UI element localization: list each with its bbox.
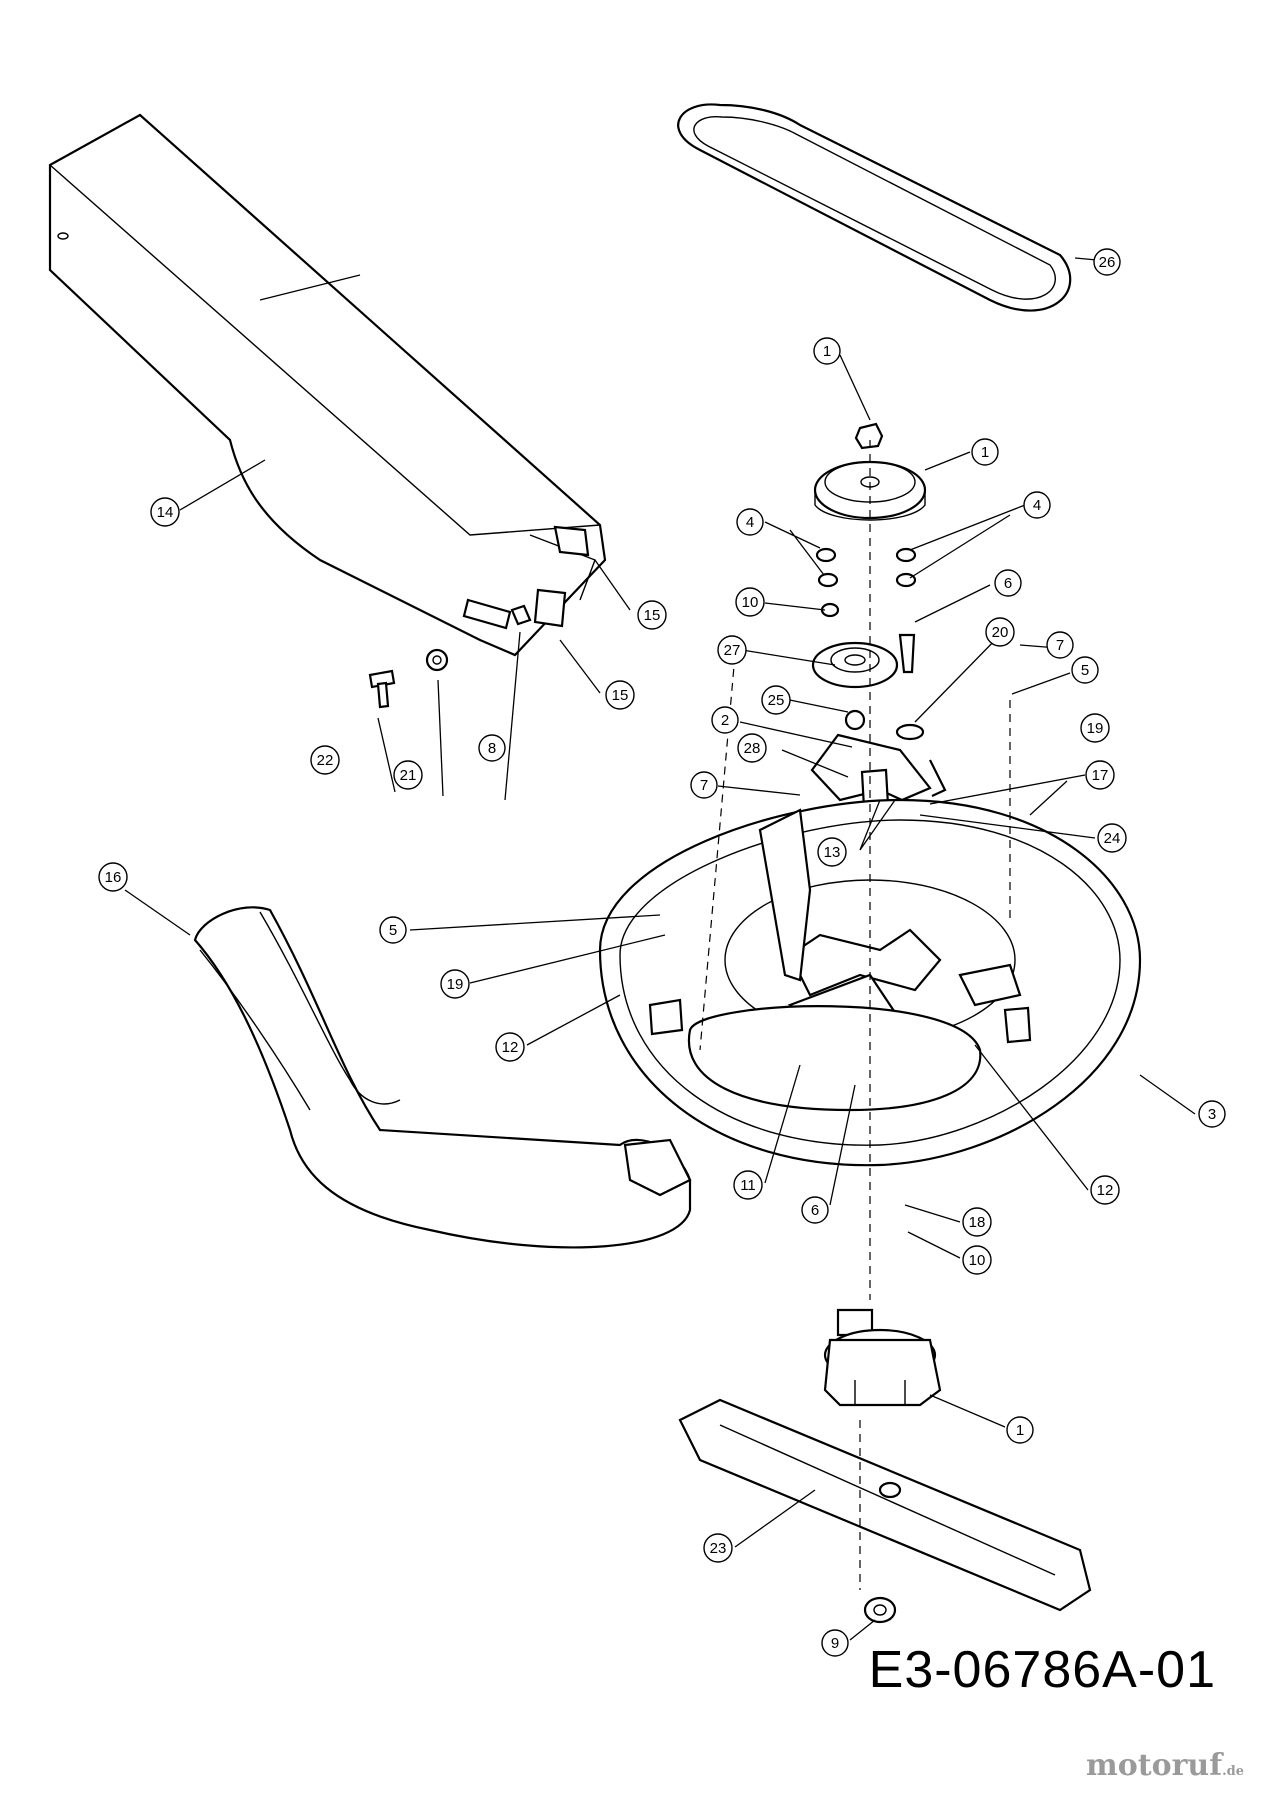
- callout-20: 20: [985, 617, 1015, 647]
- callout-26: 26: [1093, 248, 1121, 276]
- callout-9: 9: [821, 1629, 849, 1657]
- callout-13: 13: [817, 837, 847, 867]
- svg-text:8: 8: [488, 740, 496, 757]
- callout-6-bottom: 6: [801, 1196, 829, 1224]
- watermark-tld: .de: [1222, 1764, 1244, 1779]
- svg-text:24: 24: [1104, 830, 1121, 847]
- svg-text:26: 26: [1099, 254, 1116, 271]
- svg-text:23: 23: [710, 1540, 727, 1557]
- svg-text:22: 22: [317, 752, 334, 769]
- callout-22: 22: [310, 745, 340, 775]
- svg-text:14: 14: [157, 504, 174, 521]
- callout-2: 2: [711, 706, 739, 734]
- svg-text:21: 21: [400, 767, 417, 784]
- callout-12-right: 12: [1090, 1175, 1120, 1205]
- watermark-brand: motoruf: [1085, 1748, 1223, 1783]
- callout-15-bottom: 15: [605, 680, 635, 710]
- callout-23: 23: [703, 1533, 733, 1563]
- svg-text:15: 15: [644, 607, 661, 624]
- callout-28: 28: [737, 733, 767, 763]
- svg-text:6: 6: [1004, 575, 1012, 592]
- svg-text:10: 10: [742, 594, 759, 611]
- svg-text:7: 7: [1056, 637, 1064, 654]
- callout-8: 8: [478, 734, 506, 762]
- svg-text:1: 1: [1016, 1422, 1024, 1439]
- svg-text:5: 5: [389, 922, 397, 939]
- svg-text:12: 12: [502, 1039, 519, 1056]
- svg-text:5: 5: [1081, 662, 1089, 679]
- lower-chute-part: [193, 906, 692, 1249]
- svg-text:12: 12: [1097, 1182, 1114, 1199]
- callout-1-hub: 1: [1006, 1416, 1034, 1444]
- svg-text:4: 4: [1033, 497, 1041, 514]
- svg-text:25: 25: [768, 692, 785, 709]
- svg-text:7: 7: [700, 777, 708, 794]
- spindle-hub-part: [823, 1308, 942, 1407]
- callout-4-left: 4: [736, 508, 764, 536]
- bolts-4: [815, 547, 917, 618]
- callout-12-left: 12: [495, 1032, 525, 1062]
- callout-5-right: 5: [1071, 656, 1099, 684]
- callout-18: 18: [962, 1207, 992, 1237]
- callout-24: 24: [1097, 823, 1127, 853]
- svg-text:19: 19: [1087, 720, 1104, 737]
- svg-text:1: 1: [981, 444, 989, 461]
- leader-lines: [124, 257, 1196, 1641]
- svg-text:11: 11: [740, 1177, 756, 1194]
- svg-text:15: 15: [612, 687, 629, 704]
- callout-19-left: 19: [440, 969, 470, 999]
- svg-text:2: 2: [721, 712, 729, 729]
- callout-25: 25: [761, 685, 791, 715]
- svg-text:9: 9: [831, 1635, 839, 1652]
- callout-1-top: 1: [813, 337, 841, 365]
- mower-deck-part: [598, 798, 1142, 1167]
- watermark-logo: motoruf.de: [1086, 1748, 1244, 1783]
- callout-7-left: 7: [690, 771, 718, 799]
- callout-15-top: 15: [637, 600, 667, 630]
- svg-text:27: 27: [724, 642, 741, 659]
- svg-text:19: 19: [447, 976, 464, 993]
- callout-11: 11: [733, 1170, 763, 1200]
- callout-6-top: 6: [994, 569, 1022, 597]
- callout-1-pulley: 1: [971, 438, 999, 466]
- svg-text:17: 17: [1092, 767, 1109, 784]
- drive-belt-part: [677, 103, 1072, 312]
- callout-4-right: 4: [1023, 491, 1051, 519]
- svg-text:18: 18: [969, 1214, 986, 1231]
- callout-14: 14: [150, 497, 180, 527]
- callout-19-right: 19: [1080, 713, 1110, 743]
- callout-10-bottom: 10: [962, 1245, 992, 1275]
- svg-text:16: 16: [105, 869, 122, 886]
- svg-text:13: 13: [824, 844, 841, 861]
- idler-pulley-part: [811, 633, 925, 741]
- drawing-id: E3-06786A-01: [868, 1641, 1216, 1699]
- svg-text:4: 4: [746, 514, 754, 531]
- callout-10-top: 10: [735, 587, 765, 617]
- callout-17: 17: [1085, 760, 1115, 790]
- svg-text:1: 1: [823, 343, 831, 360]
- hardware-left: [368, 604, 532, 709]
- callout-16: 16: [98, 862, 128, 892]
- callout-5-left: 5: [379, 916, 407, 944]
- mower-blade-part: [678, 1398, 1092, 1624]
- svg-text:20: 20: [992, 624, 1009, 641]
- svg-text:6: 6: [811, 1202, 819, 1219]
- assembly-centerlines: [699, 440, 1011, 1590]
- svg-text:3: 3: [1208, 1106, 1216, 1123]
- callout-27: 27: [717, 635, 747, 665]
- callout-3: 3: [1198, 1100, 1226, 1128]
- callout-21: 21: [393, 760, 423, 790]
- svg-text:28: 28: [744, 740, 761, 757]
- callout-7-right: 7: [1046, 631, 1074, 659]
- discharge-chute-part: [48, 113, 607, 657]
- svg-text:10: 10: [969, 1252, 986, 1269]
